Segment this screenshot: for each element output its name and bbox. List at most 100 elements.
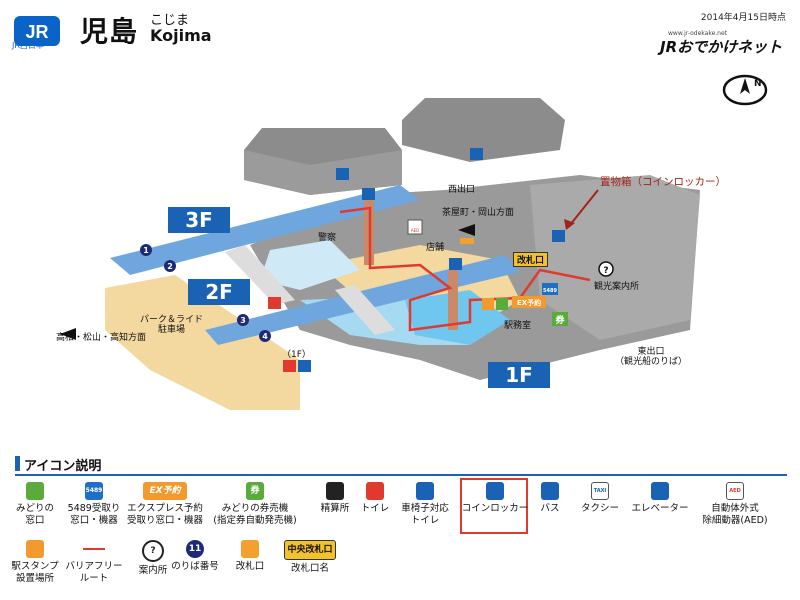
- ticket-gate-label: 改札口: [235, 561, 265, 572]
- company-name: JR西日本: [12, 41, 44, 50]
- floor-2f-label: 2F: [188, 279, 250, 305]
- legend-item-elevator: エレベーター: [615, 482, 705, 515]
- aed-icon: [407, 219, 423, 235]
- toilet-icon-2f: [268, 297, 281, 309]
- station-romaji: Kojima: [150, 26, 212, 45]
- toilet-icon-1f: [283, 360, 296, 372]
- toilet-icon: [366, 482, 384, 500]
- taxi-label: タクシー: [580, 503, 619, 514]
- building-top-right: [402, 98, 565, 162]
- gate-name-label: 改札口名: [290, 563, 329, 574]
- info-icon: [598, 261, 614, 277]
- barrier-free-route: [339, 206, 591, 332]
- stamp-label: 駅スタンプ 設置場所: [11, 561, 59, 584]
- concourse-1f-right: [530, 175, 700, 340]
- fare-adjustment-icon: [326, 482, 344, 500]
- stamp-icon: [482, 298, 494, 310]
- compass-icon: N: [722, 74, 768, 106]
- midori-ticket-machine-icon: 券: [246, 482, 264, 500]
- barrier-free-route-label: バリアフリー ルート: [65, 561, 123, 584]
- svg-text:JR: JR: [25, 22, 48, 42]
- takamatsu-label: 高松・松山・高知方面: [56, 333, 147, 343]
- legend-item-fare-adjustment: 精算所: [290, 482, 380, 515]
- ticket-gate-icon: [241, 540, 259, 558]
- platform-number-icon: 11: [186, 540, 204, 558]
- legend-item-bus: バス: [505, 482, 595, 515]
- legend-item-ticket-gate: 改札口: [205, 540, 295, 573]
- barrier-free-route-icon: [82, 540, 106, 558]
- midori-window-icon: [496, 298, 508, 310]
- locker-callout-label: 置物箱（コインロッカー）: [600, 176, 726, 188]
- jr-logo: JR: [14, 16, 60, 46]
- svg-text:券: 券: [554, 314, 565, 326]
- track-3f: [110, 185, 420, 275]
- stairs-right: [335, 285, 395, 335]
- elevator-label: エレベーター: [631, 503, 689, 514]
- ex-reservation-label: エクスプレス予約 受取り窓口・機器: [126, 503, 203, 526]
- walkway-2f: [260, 240, 360, 290]
- fare-adjustment-label: 精算所: [320, 503, 350, 514]
- tourist-info-label: 観光案内所: [594, 282, 640, 292]
- site-logo[interactable]: JRおでかけネット: [660, 38, 783, 56]
- midori-ticket-machine-label: みどりの券売機 (指定券自動発売機): [213, 503, 297, 526]
- platform-4: 4: [262, 332, 268, 341]
- taxi-icon: [470, 148, 483, 160]
- svg-text:EX予約: EX予約: [517, 298, 541, 307]
- legend-item-midori-ticket-machine: 券みどりの券売機 (指定券自動発売機): [210, 482, 300, 527]
- shop-label: 店舗: [426, 243, 445, 253]
- midori-window-icon: [26, 482, 44, 500]
- legend-item-wheelchair-toilet: 車椅子対応 トイレ: [380, 482, 470, 527]
- taxi-icon: TAXI: [591, 482, 609, 500]
- gate-label: 改札口: [513, 252, 549, 267]
- svg-text:AED: AED: [411, 228, 419, 233]
- elevator-icon-lower: [449, 258, 462, 270]
- floor-1f-small-label: （1F）: [282, 350, 311, 360]
- coin-locker-icon: [552, 230, 565, 242]
- elevator-icon-upper: [362, 188, 375, 200]
- legend-item-information: ?案内所: [108, 540, 198, 577]
- aed-icon: AED: [726, 482, 744, 500]
- legend-item-gate-name: 中央改札口改札口名: [265, 540, 355, 575]
- elevator-icon: [651, 482, 669, 500]
- police-label: 警察: [318, 233, 337, 243]
- legend-title-bar: [15, 456, 20, 471]
- legend-title: アイコン説明: [24, 459, 102, 474]
- date-stamp: 2014年4月15日時点: [700, 13, 786, 23]
- chayamachi-label: 茶屋町・岡山方面: [442, 208, 515, 218]
- legend-item-stamp: 駅スタンプ 設置場所: [0, 540, 80, 585]
- ex-icon: [512, 296, 546, 308]
- legend-item-toilet: トイレ: [330, 482, 420, 515]
- information-icon: ?: [142, 540, 164, 562]
- legend-item-aed: AED 自動体外式 除細動器(AED): [690, 482, 780, 527]
- legend-divider: [15, 474, 787, 476]
- ex-reservation-icon: EX予約: [143, 482, 187, 500]
- legend-item-barrier-free-route: バリアフリー ルート: [49, 540, 139, 585]
- toilet-label: トイレ: [360, 503, 390, 514]
- site-url[interactable]: www.jr-odekake.net: [668, 30, 728, 37]
- east-exit-label: 東出口 （観光船のりば）: [615, 347, 688, 367]
- building-top-left-face: [244, 150, 402, 195]
- aed-label: 自動体外式 除細動器(AED): [702, 503, 768, 526]
- floor-1f-label: 1F: [488, 362, 550, 388]
- station-kana: こじま: [150, 13, 190, 28]
- svg-text:?: ?: [603, 266, 608, 276]
- bus-label: バス: [540, 503, 560, 514]
- gate-marker: [460, 238, 474, 244]
- midori-window-label: みどりの 窓口: [15, 503, 54, 526]
- stairs-left: [225, 245, 295, 305]
- station-office-label: 駅務室: [504, 321, 532, 331]
- ticket-machine-icon: [552, 312, 568, 326]
- west-exit-label: 西出口: [448, 185, 476, 195]
- platform-2: 2: [167, 262, 173, 271]
- locker-callout-arrow: [569, 189, 599, 226]
- coin-locker-icon: [486, 482, 504, 500]
- wheelchair-icon: [298, 360, 311, 372]
- wheelchair-toilet-icon: [416, 482, 434, 500]
- elevator-shaft-lower: [448, 270, 458, 330]
- wheelchair-toilet-label: 車椅子対応 トイレ: [401, 503, 449, 526]
- platform-1: 1: [143, 246, 149, 255]
- arrow-chayamachi: [458, 224, 475, 236]
- coin-locker-highlight: [460, 478, 528, 534]
